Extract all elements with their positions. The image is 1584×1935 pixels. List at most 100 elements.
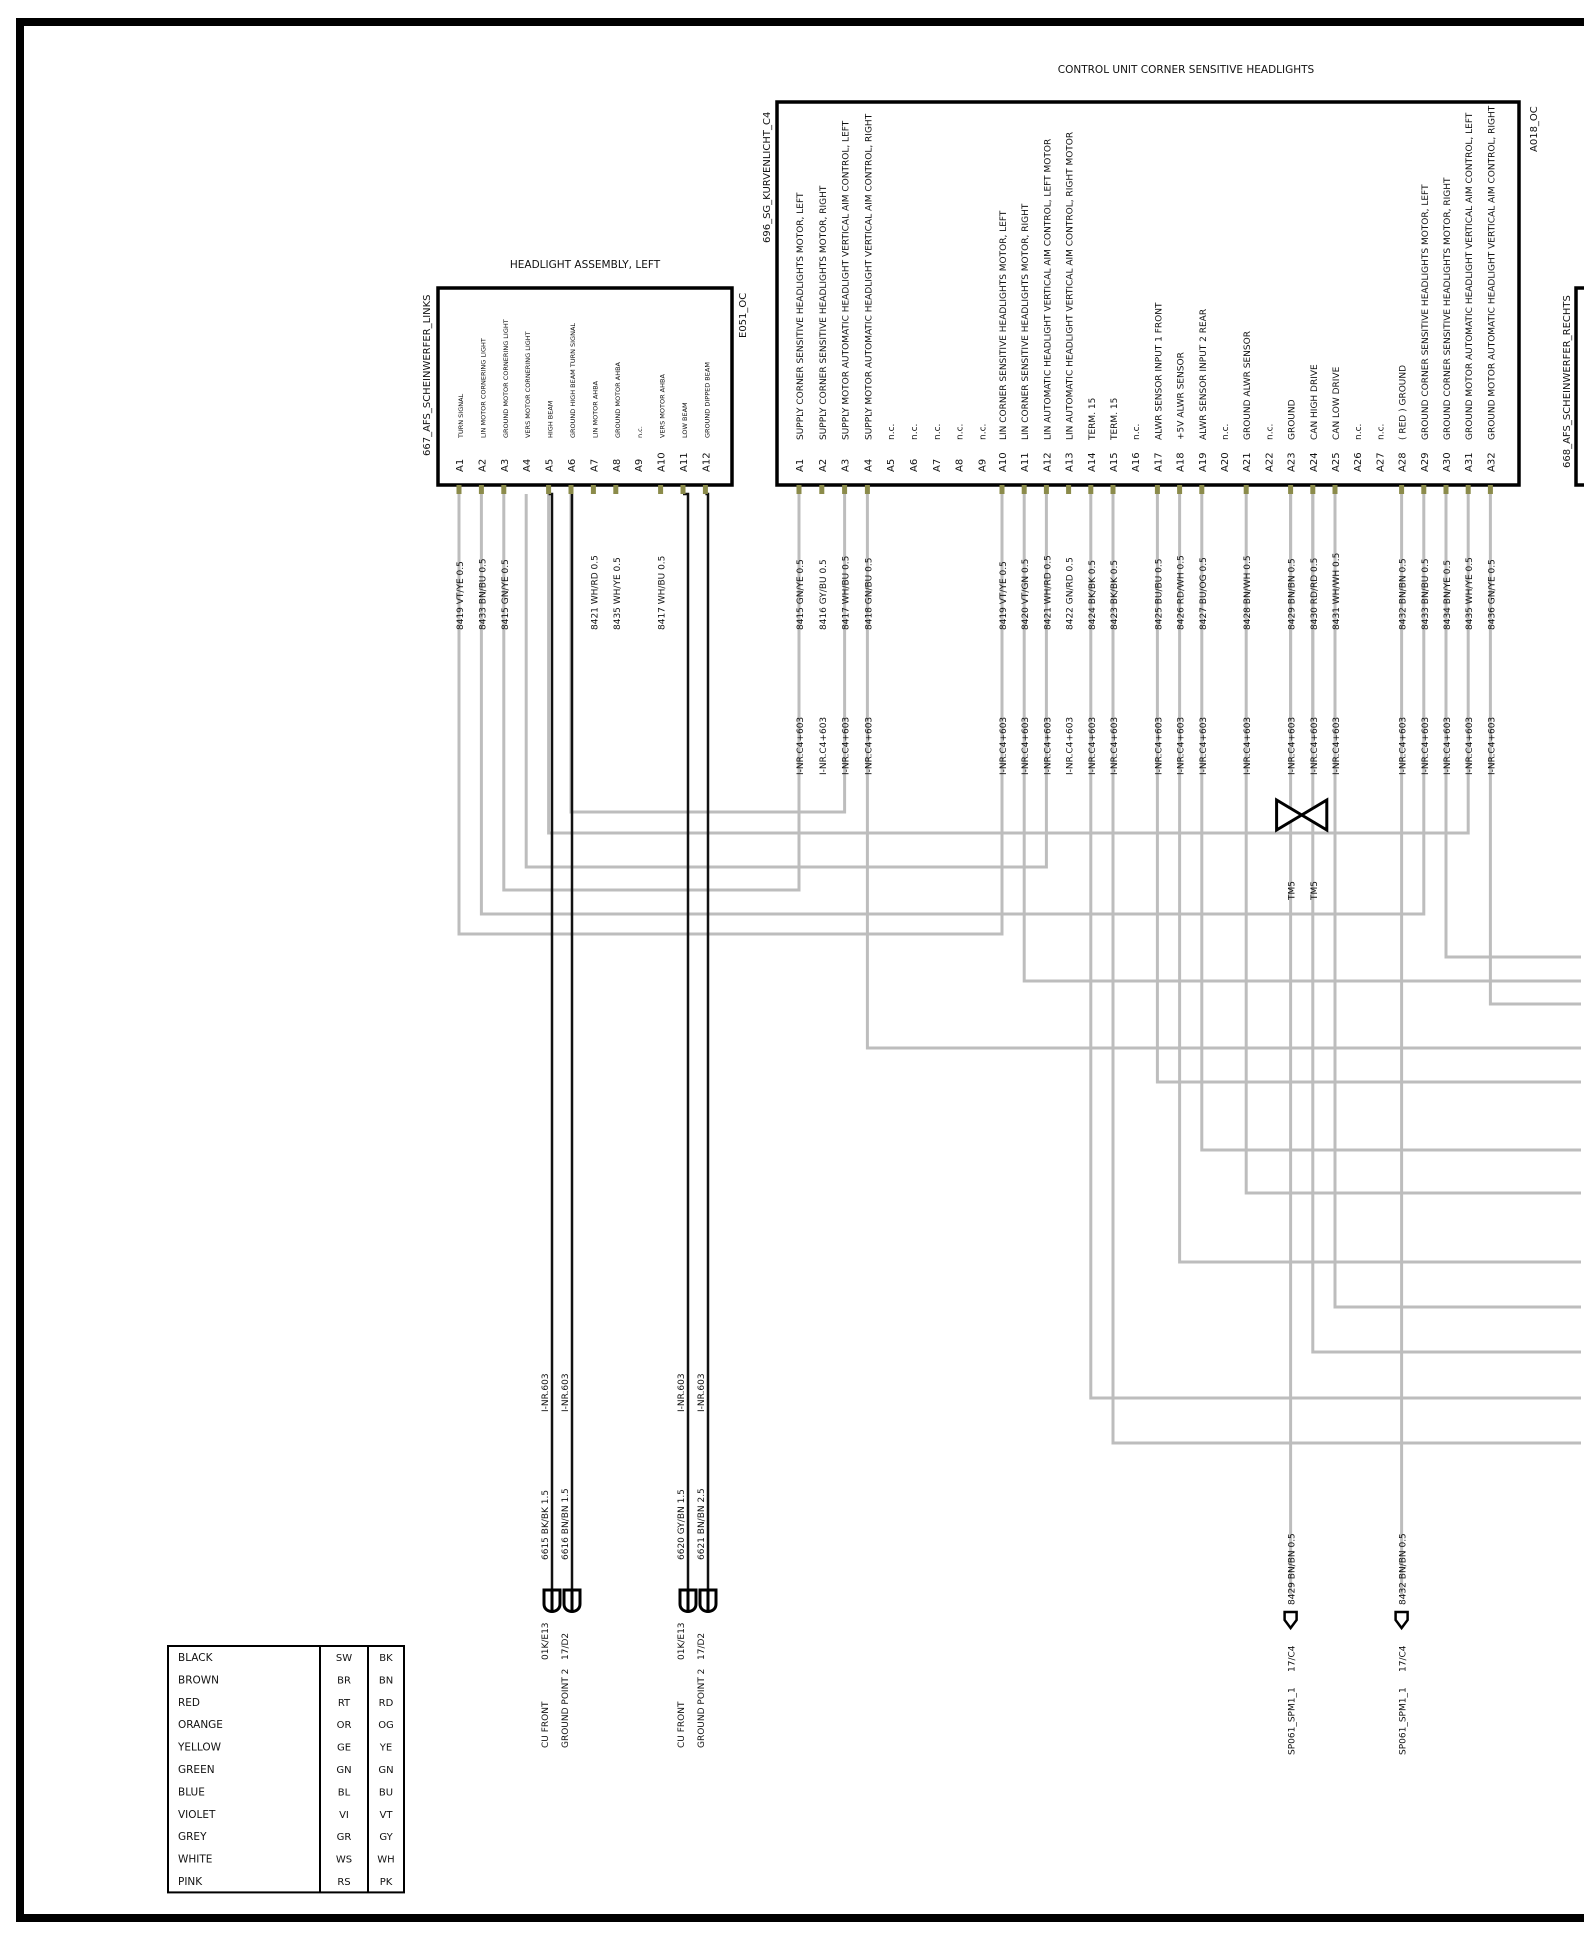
pin-stub	[796, 485, 802, 494]
left-pin-id: A5	[545, 459, 556, 472]
pin-stub	[568, 485, 574, 494]
left-unit-code: E051_OC	[738, 293, 749, 338]
cu-pin-signal: n.c.	[1376, 424, 1386, 440]
cu-pin-id: A19	[1198, 452, 1209, 472]
left-pin-signal: VERS MOTOR AHBA	[659, 374, 667, 438]
cu-pin-id: A21	[1242, 452, 1253, 472]
cu-inline-label: I-NR.C4+603	[1021, 717, 1031, 775]
left-wire-label: 8433 BN/BU 0.5	[478, 558, 488, 630]
pin-stub	[1088, 485, 1094, 494]
wire-cu-to-right	[1333, 494, 1581, 1309]
wire-cu-to-right	[1178, 494, 1581, 1264]
left-unit-box	[436, 286, 734, 487]
cu-pin-id: A3	[841, 459, 852, 472]
left-pin-signal: GROUND HIGH BEAM TURN SIGNAL	[569, 323, 577, 438]
color-legend	[167, 1645, 405, 1894]
control-unit-code: A018_OC	[1529, 106, 1540, 152]
ground-dest: CU FRONT	[677, 1701, 687, 1748]
wire-left-to-cu	[502, 494, 801, 892]
left-pin-id: A7	[589, 459, 600, 472]
cu-pin-signal: SUPPLY CORNER SENSITIVE HEADLIGHTS MOTOR…	[796, 192, 806, 440]
cu-inline-label: I-NR.C4+603	[1110, 717, 1120, 775]
cu-pin-signal: GROUND CORNER SENSITIVE HEADLIGHTS MOTOR…	[1443, 177, 1453, 440]
cu-inline-label: I-NR.C4+603	[1332, 717, 1342, 775]
left-pin-id: A10	[657, 452, 668, 472]
legend-color-de: SW	[336, 1653, 352, 1664]
splice-dest: SP061_SPM1_1	[1399, 1687, 1409, 1755]
pin-stub	[1243, 485, 1249, 494]
left-wire-label: 8421 WH/RD 0.5	[590, 555, 600, 630]
wire-cu-to-right	[1444, 494, 1581, 959]
pin-stub	[501, 485, 507, 494]
cu-wire-label: 8420 VT/GN 0.5	[1021, 559, 1031, 630]
left-pin-signal: LOW BEAM	[681, 402, 689, 438]
pin-stub	[590, 485, 596, 494]
legend-color-name: YELLOW	[177, 1742, 222, 1754]
twist-label: TM5	[1288, 881, 1298, 901]
cu-pin-signal: CAN LOW DRIVE	[1332, 366, 1342, 440]
cu-pin-id: A4	[863, 459, 874, 472]
ground-eyelet-icon	[562, 1588, 582, 1613]
left-pin-id: A8	[612, 459, 623, 472]
left-unit-title: HEADLIGHT ASSEMBLY, LEFT	[510, 259, 661, 271]
ground-inr-label: I-NR.603	[561, 1373, 571, 1412]
legend-color-de: GN	[336, 1765, 351, 1776]
cu-wire-label: 8427 BU/OG 0.5	[1199, 557, 1209, 630]
cu-wire-label: 8425 BU/BU 0.5	[1154, 559, 1164, 631]
ground-wire	[683, 492, 690, 1590]
ground-dest: GROUND POINT 2	[697, 1669, 707, 1748]
cu-pin-signal: SUPPLY MOTOR AUTOMATIC HEADLIGHT VERTICA…	[864, 113, 874, 440]
cu-pin-signal: GROUND MOTOR AUTOMATIC HEADLIGHT VERTICA…	[1465, 112, 1475, 440]
wire-left-to-cu	[524, 494, 1048, 869]
ground-eyelet-icon	[698, 1588, 718, 1613]
pin-stub	[864, 485, 870, 494]
pin-stub	[1110, 485, 1116, 494]
ground-inr-label: I-NR.603	[697, 1373, 707, 1412]
cu-inline-label: I-NR.C4+603	[1487, 717, 1497, 775]
cu-pin-id: A12	[1042, 452, 1053, 472]
cu-pin-id: A22	[1264, 452, 1275, 472]
cu-pin-id: A26	[1353, 452, 1364, 472]
legend-color-name: PINK	[178, 1876, 203, 1888]
legend-color-en: PK	[380, 1877, 393, 1888]
legend-color-de: BR	[337, 1675, 351, 1686]
cu-pin-signal: n.c.	[887, 424, 897, 440]
cu-inline-label: I-NR.C4+603	[1465, 717, 1475, 775]
cu-wire-label: 8429 BN/BN 0.5	[1288, 558, 1298, 630]
cu-wire-label: 8422 GN/RD 0.5	[1066, 557, 1076, 630]
cu-wire-label: 8418 GN/BU 0.5	[864, 558, 874, 630]
legend-color-de: WS	[336, 1855, 352, 1866]
pin-stub	[999, 485, 1005, 494]
pin-stub	[1154, 485, 1160, 494]
ground-wire-label: 6615 BK/BK 1.5	[541, 1490, 551, 1560]
cu-pin-signal: n.c.	[1265, 424, 1275, 440]
cu-wire-label: 8416 GY/BU 0.5	[819, 559, 829, 630]
legend-color-name: VIOLET	[178, 1809, 216, 1821]
legend-color-en: VT	[380, 1810, 394, 1821]
cu-inline-label: I-NR.C4+603	[1421, 717, 1431, 775]
cu-wire-label: 8433 BN/BU 0.5	[1421, 558, 1431, 630]
cu-inline-label: I-NR.C4+603	[1243, 717, 1253, 775]
cu-inline-label: I-NR.C4+603	[999, 717, 1009, 775]
cu-inline-label: I-NR.C4+603	[1177, 717, 1187, 775]
pin-stub	[680, 485, 686, 494]
ground-wire	[570, 492, 574, 1590]
splice-wire-label: 8432 BN/BN 0.5	[1399, 1533, 1409, 1605]
left-wire-label: 8415 GN/YE 0.5	[501, 559, 511, 630]
cu-pin-id: A27	[1375, 452, 1386, 472]
splice-wire-label: 8429 BN/BN 0.5	[1288, 1533, 1298, 1605]
legend-color-en: RD	[379, 1698, 394, 1709]
left-pin-signal: VERS MOTOR CORNERING LIGHT	[524, 331, 532, 438]
cu-pin-signal: LIN AUTOMATIC HEADLIGHT VERTICAL AIM CON…	[1043, 139, 1053, 440]
ground-pos: 17/D2	[561, 1633, 571, 1660]
pin-stub	[1066, 485, 1072, 494]
left-pin-signal: GROUND DIPPED BEAM	[703, 362, 711, 438]
cu-inline-label: I-NR.C4+603	[1399, 717, 1409, 775]
ground-dest: CU FRONT	[541, 1701, 551, 1748]
splice-connector-icon	[1394, 1610, 1409, 1631]
ground-wire	[705, 492, 710, 1590]
pin-stub	[1465, 485, 1471, 494]
cu-pin-id: A1	[795, 459, 806, 472]
cu-pin-signal: TERM. 15	[1088, 398, 1098, 441]
cu-pin-id: A24	[1309, 452, 1320, 472]
